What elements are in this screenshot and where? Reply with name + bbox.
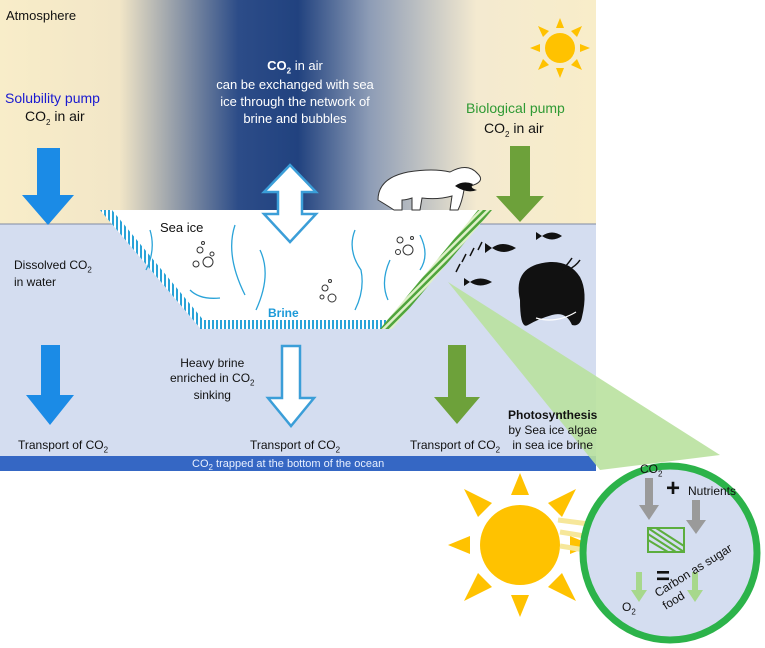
circle-arrows (631, 478, 706, 602)
biological-pump-title: Biological pump (466, 100, 565, 116)
brine-label: Brine (268, 306, 299, 320)
biological-arrow-down-ocean (434, 345, 480, 424)
solubility-pump-title: Solubility pump (5, 90, 100, 106)
biological-arrow-down-air (496, 146, 544, 222)
whale-icon (518, 257, 585, 326)
sea-ice-body (100, 210, 490, 328)
sun-large-icon (448, 473, 592, 617)
brine-bottom-edge (200, 320, 390, 329)
transport-co2-label-2: Transport of CO2 (250, 438, 341, 455)
ocean-bottom-band (0, 456, 596, 471)
exchange-double-arrow (261, 163, 319, 244)
bubbles (192, 236, 414, 303)
bottom-trap-label: CO2 trapped at the bottom of the ocean (192, 458, 385, 473)
equals-sign: = (656, 563, 671, 590)
solubility-arrow-down-air (22, 148, 74, 225)
transport-co2-label-1: Transport of CO2 (18, 438, 109, 455)
brine-green-edge (380, 210, 492, 329)
sea-ice-label: Sea ice (160, 220, 204, 235)
solubility-co2-label: CO2 in air (25, 108, 85, 127)
brine-channels (145, 224, 426, 311)
plus-sign: + (666, 475, 681, 502)
brine-left-edge (100, 210, 205, 328)
algae-cell-icon (647, 527, 685, 553)
biological-co2-label: CO2 in air (484, 120, 544, 139)
sun-small-icon (530, 18, 590, 78)
transport-co2-label-3: Transport of CO2 (410, 438, 501, 455)
nutrients-label: Nutrients (688, 484, 737, 498)
solubility-arrow-down-ocean (26, 345, 74, 425)
krill-icon (455, 241, 483, 273)
polar-bear-icon (377, 167, 482, 211)
atmosphere-label: Atmosphere (6, 8, 77, 23)
o2-label: O2 (622, 600, 636, 617)
zoom-wedge (448, 282, 720, 470)
heavy-brine-arrow (265, 344, 317, 428)
fish-icon (464, 232, 562, 286)
circle-co2-label: CO2 (640, 462, 663, 479)
